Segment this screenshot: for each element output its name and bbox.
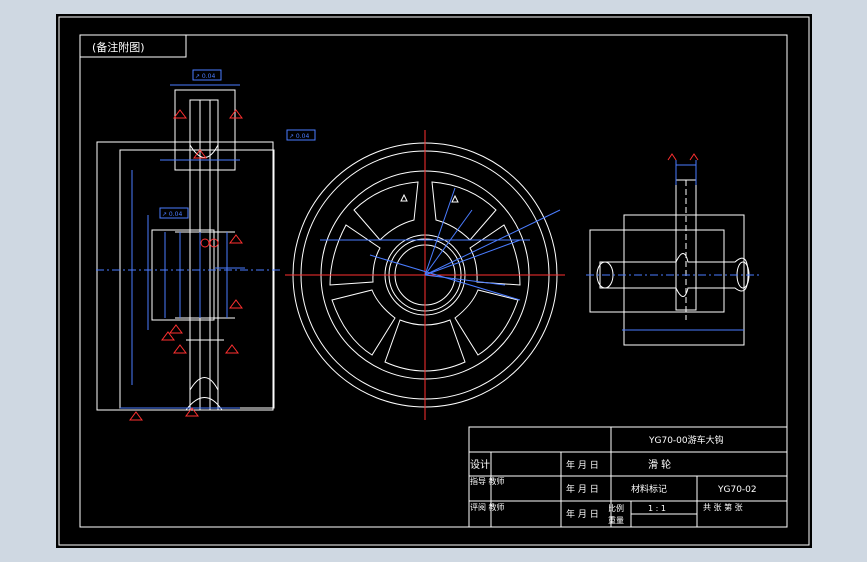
wheel-windows <box>329 181 521 372</box>
title-block <box>468 426 788 528</box>
section-view <box>96 89 275 411</box>
runout-top: ↗ 0.04 <box>195 73 215 80</box>
wheel-marks <box>400 193 459 203</box>
project-name: YG70-00游车大钩 <box>648 434 724 446</box>
date-2: 年 月 日 <box>566 483 599 495</box>
sheets-label: 共 张 第 张 <box>703 502 743 512</box>
outer-border <box>58 16 810 546</box>
drawing-number: YG70-02 <box>717 485 757 495</box>
date-1: 年 月 日 <box>566 459 599 471</box>
tolerance-frames <box>159 69 316 219</box>
material-label: 材料标记 <box>631 483 667 495</box>
scale-value: 1 : 1 <box>648 504 666 513</box>
reviewer-label: 评阅 教师 <box>470 502 505 512</box>
side-view <box>589 179 750 346</box>
inner-border <box>79 34 788 528</box>
weight-label: 重量 <box>608 515 624 525</box>
designer-label: 设计 <box>470 458 490 471</box>
runout-mid: ↗ 0.04 <box>289 133 309 140</box>
note-box <box>79 34 187 58</box>
side-marks <box>667 153 699 161</box>
note-label: (备注附图) <box>92 40 145 54</box>
section-marks <box>129 109 243 421</box>
date-3: 年 月 日 <box>566 508 599 520</box>
wheel-dims <box>320 187 561 301</box>
scale-label: 比例 <box>608 503 624 513</box>
guide-label: 指导 教师 <box>470 476 505 486</box>
section-dims <box>96 84 280 409</box>
side-dims <box>586 160 760 331</box>
part-name: 滑 轮 <box>648 458 671 471</box>
runout-small: ↗ 0.04 <box>162 211 182 218</box>
